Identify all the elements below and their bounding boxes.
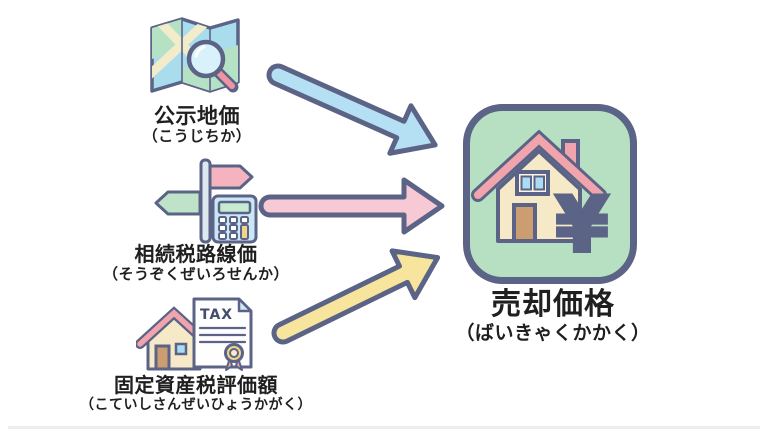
source-label-kotei: 固定資産税評価額	[114, 373, 278, 397]
house-tax-document-icon: TAX	[136, 297, 253, 371]
house-yen-icon: ¥	[463, 104, 637, 284]
source-label-rosenka: 相続税路線価	[134, 242, 258, 266]
target-reading-baikyaku-kakaku: （ばいきゃくかかく）	[455, 322, 651, 344]
tax-text: TAX	[200, 307, 233, 323]
source-reading-kotei: （こていしさんぜいひょうかがく）	[80, 397, 312, 413]
source-reading-koji-chika: （こうじちか）	[142, 127, 252, 145]
arrow-rosenka-to-price	[258, 177, 445, 235]
target-house	[471, 129, 607, 243]
target-label-baikyaku-kakaku: 売却価格	[491, 287, 615, 322]
award-seal	[224, 343, 244, 371]
map-magnifier-icon	[150, 17, 240, 93]
tax-document: TAX	[192, 297, 253, 371]
yen-symbol: ¥	[556, 180, 609, 269]
signpost-calculator-icon	[154, 158, 258, 244]
calculator	[211, 194, 258, 244]
source-label-koji-chika: 公示地価	[154, 104, 240, 128]
arrow-koji-to-price	[266, 63, 438, 156]
arrow-kotei-to-price	[271, 248, 441, 345]
source-reading-rosenka: （そうぞくぜいろせんか）	[102, 265, 289, 283]
bottom-edge-line	[8, 426, 760, 429]
magnifier-glass	[186, 39, 239, 93]
